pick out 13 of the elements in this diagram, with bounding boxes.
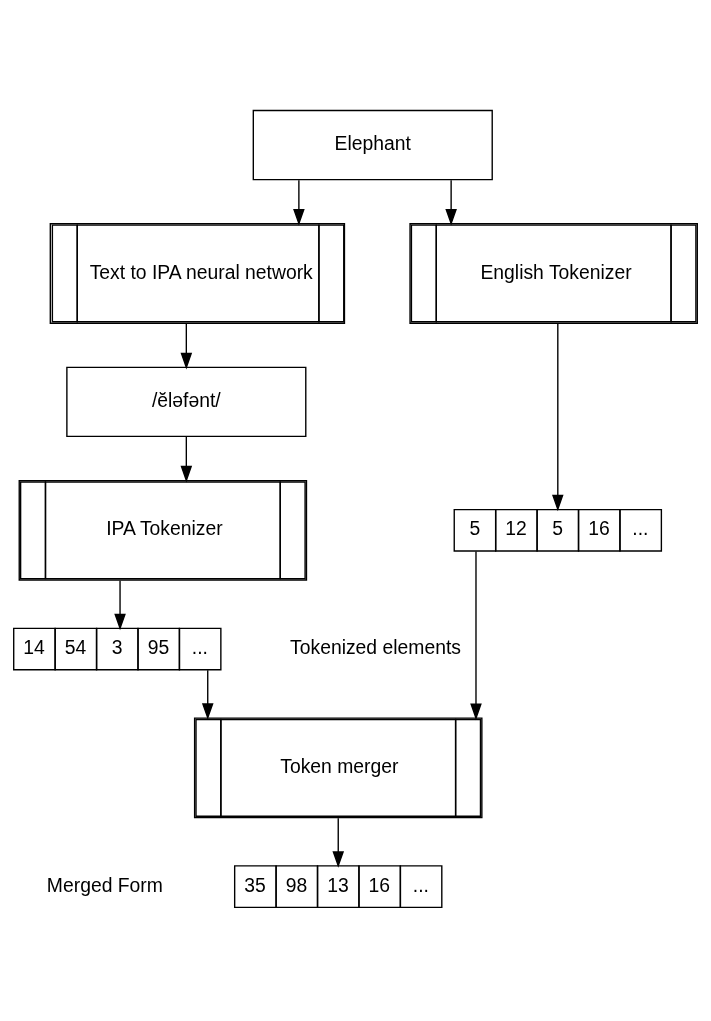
arrow bbox=[180, 435, 193, 482]
arrow bbox=[332, 817, 345, 868]
node-label: Merged Form bbox=[46, 874, 163, 896]
arrow bbox=[201, 669, 214, 720]
arrow bbox=[470, 550, 482, 720]
node-box: Elephant bbox=[252, 109, 493, 180]
arrow bbox=[180, 322, 193, 369]
arrow bbox=[293, 178, 305, 226]
node-label: Tokenized elements bbox=[290, 636, 461, 658]
arrow bbox=[114, 579, 126, 630]
node-box: /ĕləfənt/ bbox=[66, 366, 307, 437]
arrow bbox=[445, 178, 457, 226]
arrow bbox=[552, 322, 564, 511]
